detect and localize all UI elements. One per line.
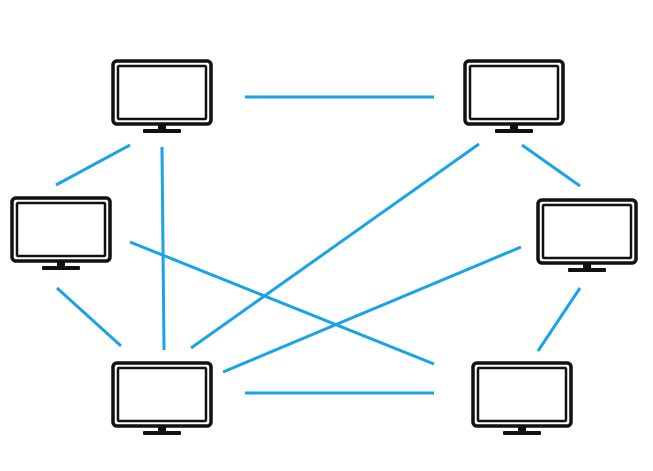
monitor-neck [57, 261, 65, 266]
monitor-base [143, 431, 181, 435]
link-top-right-to-mid-right [521, 143, 581, 188]
monitor-base [42, 266, 80, 270]
link-mid-right-to-bottom-left [222, 245, 522, 374]
monitor-screen [476, 366, 568, 423]
monitor-screen [116, 366, 208, 423]
monitor-neck [158, 124, 166, 129]
monitor-screen [541, 203, 633, 260]
monitor-screen [116, 64, 208, 121]
link-mid-left-to-bottom-right [129, 240, 435, 366]
monitor-icon-top-left [111, 59, 213, 133]
monitor-icon-top-right [463, 59, 565, 133]
monitor-neck [518, 426, 526, 431]
link-mid-right-to-bottom-right [536, 287, 582, 352]
monitor-icon-bottom-left [111, 361, 213, 435]
link-top-right-to-bottom-left [190, 142, 480, 350]
monitor-base [568, 268, 606, 272]
monitor-screen [15, 201, 107, 258]
monitor-neck [158, 426, 166, 431]
link-top-left-to-bottom-left [160, 146, 166, 351]
network-links [55, 95, 582, 395]
monitor-base [503, 431, 541, 435]
network-nodes [10, 59, 638, 435]
monitor-icon-mid-left [10, 196, 112, 270]
monitor-base [143, 129, 181, 133]
monitor-screen [468, 64, 560, 121]
link-top-left-to-mid-left [55, 143, 131, 187]
monitor-neck [583, 263, 591, 268]
monitor-icon-bottom-right [471, 361, 573, 435]
monitor-icon-mid-right [536, 198, 638, 272]
monitor-base [495, 129, 533, 133]
link-mid-left-to-bottom-left [55, 286, 123, 348]
monitor-neck [510, 124, 518, 129]
